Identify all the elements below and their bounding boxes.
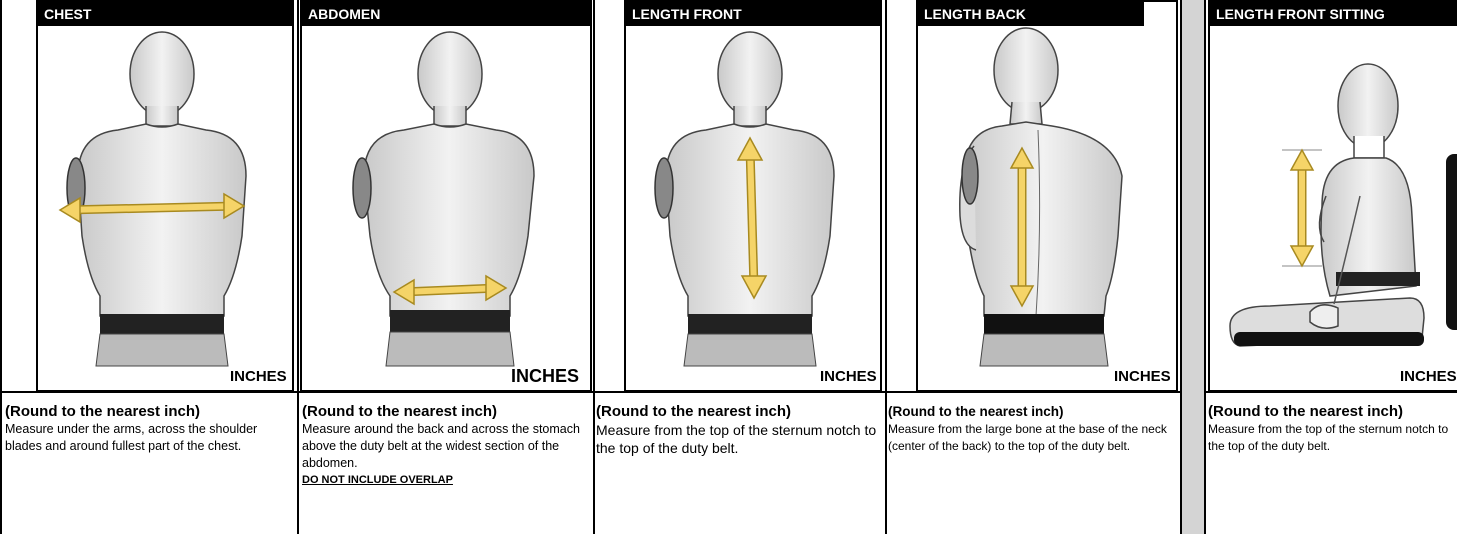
abdomen-desc-text: Measure around the back and across the s… [302,421,592,472]
length-front-sitting-description: (Round to the nearest inch) Measure from… [1208,402,1457,455]
grid-line [1204,0,1206,534]
abdomen-round-note: (Round to the nearest inch) [302,402,592,421]
length-front-illustration: LENGTH FRONT [624,0,882,392]
grid-line [1204,391,1457,393]
abdomen-label: ABDOMEN [302,2,590,26]
mannequin-chest-icon [38,26,292,390]
length-back-cell: LENGTH BACK INCHES (Round to the nearest… [886,0,1182,534]
grid-line [1180,0,1182,534]
length-front-unit: INCHES [820,368,877,385]
chest-label: CHEST [38,2,292,26]
column-separator [1182,0,1204,534]
length-back-unit: INCHES [1114,368,1171,385]
length-front-sitting-cell: LENGTH FRONT SITTING INCHES (Round to th… [1204,0,1457,534]
length-front-description: (Round to the nearest inch) Measure from… [596,402,884,457]
length-front-desc-text: Measure from the top of the sternum notc… [596,421,884,457]
abdomen-description: (Round to the nearest inch) Measure arou… [302,402,592,489]
mannequin-length-back-icon [918,26,1176,390]
grid-line [297,0,299,534]
length-back-desc-text: Measure from the large bone at the base … [888,421,1178,455]
grid-line [593,0,595,534]
chest-description: (Round to the nearest inch) Measure unde… [5,402,295,455]
chest-desc-text: Measure under the arms, across the shoul… [5,421,295,455]
length-back-round-note: (Round to the nearest inch) [888,402,1178,421]
length-front-sitting-desc-text: Measure from the top of the sternum notc… [1208,421,1457,455]
mannequin-abdomen-icon [302,26,590,390]
mannequin-length-front-icon [626,26,880,390]
grid-line [0,0,2,534]
chest-unit: INCHES [230,368,287,385]
length-back-label: LENGTH BACK [918,2,1144,26]
length-back-illustration: LENGTH BACK [916,0,1178,392]
abdomen-overlap-note: DO NOT INCLUDE OVERLAP [302,472,592,489]
chest-round-note: (Round to the nearest inch) [5,402,295,421]
length-front-sitting-round-note: (Round to the nearest inch) [1208,402,1457,421]
grid-line [885,0,887,534]
abdomen-illustration: ABDOMEN [300,0,592,392]
chest-illustration: CHEST [36,0,294,392]
length-front-round-note: (Round to the nearest inch) [596,402,884,421]
grid-line [0,391,1182,393]
length-front-sitting-label: LENGTH FRONT SITTING [1210,2,1457,26]
mannequin-sitting-icon [1210,26,1457,390]
length-front-sitting-illustration: LENGTH FRONT SITTING [1208,0,1457,392]
length-back-description: (Round to the nearest inch) Measure from… [888,402,1178,455]
abdomen-unit: INCHES [511,366,579,387]
chest-cell: CHEST INCHES (Round to the nearest inch)… [0,0,298,534]
abdomen-cell: ABDOMEN INCHES (Round to the nearest inc… [298,0,594,534]
length-front-label: LENGTH FRONT [626,2,880,26]
length-front-sitting-unit: INCHES [1400,368,1457,385]
length-front-cell: LENGTH FRONT INCHES (Round to the neares… [594,0,886,534]
